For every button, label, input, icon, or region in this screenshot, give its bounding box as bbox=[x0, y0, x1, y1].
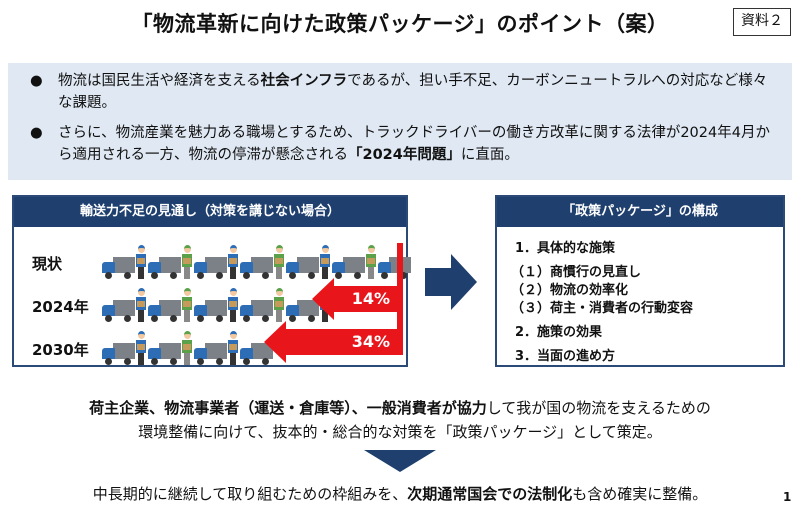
truck-icon bbox=[102, 343, 135, 365]
emphasis: 一般消費者が協力 bbox=[366, 399, 487, 417]
truck-icon bbox=[240, 257, 273, 279]
truck-icon bbox=[286, 257, 319, 279]
page-number: 1 bbox=[783, 490, 792, 504]
text: 物流は国民生活や経済を支える bbox=[58, 73, 261, 89]
structure-item: （３）荷主・消費者の行動変容 bbox=[511, 301, 694, 316]
driver-icon bbox=[182, 245, 192, 279]
pictogram-row bbox=[102, 329, 274, 365]
panel-title: 輸送力不足の見通し（対策を講じない場合） bbox=[14, 197, 406, 227]
down-chevron-icon bbox=[364, 450, 436, 472]
truck-icon bbox=[332, 257, 365, 279]
conclusion: 中長期的に継続して取り組むための枠組みを、次期通常国会での法制化も含め確実に整備… bbox=[0, 482, 800, 506]
emphasis: 「2024年問題」 bbox=[348, 147, 461, 163]
truck-icon bbox=[148, 300, 181, 322]
truck-icon bbox=[240, 300, 273, 322]
driver-icon bbox=[274, 245, 284, 279]
driver-icon bbox=[228, 331, 238, 365]
pictogram-row bbox=[102, 286, 332, 322]
structure-item: 2．施策の効果 bbox=[515, 325, 603, 340]
driver-icon bbox=[182, 331, 192, 365]
emphasis: 次期通常国会での法制化 bbox=[407, 485, 573, 503]
structure-item: （２）物流の効率化 bbox=[511, 283, 629, 298]
shortfall-arrow-2030: 34% bbox=[264, 321, 402, 363]
bullet-icon: ● bbox=[30, 73, 43, 89]
bullet-icon: ● bbox=[30, 125, 43, 141]
driver-icon bbox=[136, 331, 146, 365]
row-label: 2024年 bbox=[32, 298, 89, 316]
page-title: 「物流革新に向けた政策パッケージ」のポイント（案） bbox=[131, 12, 669, 36]
intro-bullet-2: ● さらに、物流産業を魅力ある職場とするため、トラックドライバーの働き方改革に関… bbox=[30, 122, 780, 166]
text: であるが、担い手不足、カーボンニュートラルへの対応など様々な課題。 bbox=[58, 73, 768, 111]
driver-icon bbox=[228, 245, 238, 279]
structure-item: 1．具体的な施策 bbox=[515, 241, 616, 256]
structure-item: 3．当面の進め方 bbox=[515, 349, 616, 364]
policy-package-panel: 「政策パッケージ」の構成 1．具体的な施策 （１）商慣行の見直し （２）物流の効… bbox=[495, 195, 785, 367]
text: さらに、物流産業を魅力ある職場とするため、トラックドライバーの働き方改革に関する… bbox=[58, 125, 770, 163]
driver-icon bbox=[274, 288, 284, 322]
truck-icon bbox=[148, 343, 181, 365]
emphasis: 社会インフラ bbox=[260, 73, 348, 89]
driver-icon bbox=[228, 288, 238, 322]
right-arrow-icon bbox=[425, 254, 477, 310]
truck-icon bbox=[194, 300, 227, 322]
driver-icon bbox=[136, 288, 146, 322]
summary-line-1: 荷主企業、物流事業者（運送・倉庫等）、一般消費者が協力して我が国の物流を支えるた… bbox=[0, 396, 800, 420]
row-label: 2030年 bbox=[32, 341, 89, 359]
text: （運送・倉庫等）、 bbox=[239, 399, 367, 417]
emphasis: 物流事業者 bbox=[164, 399, 240, 417]
intro-box: ● 物流は国民生活や経済を支える社会インフラであるが、担い手不足、カーボンニュー… bbox=[8, 63, 792, 180]
truck-icon bbox=[102, 300, 135, 322]
shortfall-arrow-2024: 14% bbox=[312, 278, 402, 320]
truck-icon bbox=[102, 257, 135, 279]
pictogram-row bbox=[102, 243, 412, 279]
truck-icon bbox=[194, 343, 227, 365]
truck-icon bbox=[148, 257, 181, 279]
capacity-outlook-panel: 輸送力不足の見通し（対策を講じない場合） 現状 2024年 2030年 14% 34… bbox=[12, 195, 411, 367]
truck-icon bbox=[378, 257, 411, 279]
driver-icon bbox=[366, 245, 376, 279]
driver-icon bbox=[320, 245, 330, 279]
truck-icon bbox=[194, 257, 227, 279]
document-tag: 資料２ bbox=[733, 8, 791, 36]
driver-icon bbox=[182, 288, 192, 322]
driver-icon bbox=[136, 245, 146, 279]
text: も含め確実に整備。 bbox=[572, 485, 708, 503]
emphasis: 荷主企業 bbox=[89, 399, 150, 417]
row-label: 現状 bbox=[32, 255, 63, 273]
panel-title: 「政策パッケージ」の構成 bbox=[497, 197, 783, 227]
text: 中長期的に継続して取り組むための枠組みを、 bbox=[92, 485, 408, 503]
text: して我が国の物流を支えるための bbox=[486, 399, 711, 417]
structure-item: （１）商慣行の見直し bbox=[511, 265, 642, 280]
text: に直面。 bbox=[460, 147, 519, 163]
summary-line-2: 環境整備に向けて、抜本的・総合的な対策を「政策パッケージ」として策定。 bbox=[138, 423, 662, 441]
intro-bullet-1: ● 物流は国民生活や経済を支える社会インフラであるが、担い手不足、カーボンニュー… bbox=[30, 70, 780, 114]
text: 、 bbox=[149, 399, 165, 417]
